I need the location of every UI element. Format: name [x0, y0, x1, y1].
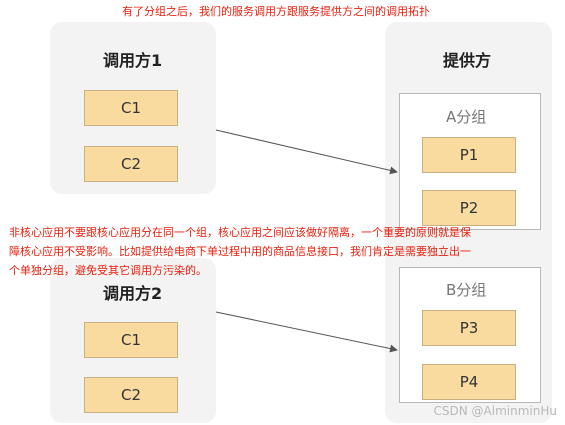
caller-2-title: 调用方2 — [103, 284, 163, 303]
arrow-caller2-to-group-b — [215, 311, 398, 353]
provider-node-p4: P4 — [422, 364, 516, 400]
watermark: CSDN @AlminminHu — [433, 404, 557, 418]
provider-node-p3: P3 — [422, 310, 516, 346]
caller-1-title: 调用方1 — [103, 51, 163, 70]
caller-1-node-c1: C1 — [84, 90, 178, 126]
provider-node-p1: P1 — [422, 137, 516, 173]
caller-1-node-c2: C2 — [84, 146, 178, 182]
caller-2-node-c2: C2 — [84, 377, 178, 413]
middle-caption-line-1: 非核心应用不要跟核心应用分在同一个组，核心应用之间应该做好隔离，一个重要的原则就… — [9, 226, 471, 239]
provider-node-p2: P2 — [422, 190, 516, 226]
group-b-title: B分组 — [446, 281, 487, 299]
group-a-title: A分组 — [446, 108, 487, 126]
provider-title: 提供方 — [443, 51, 492, 70]
top-caption: 有了分组之后，我们的服务调用方跟服务提供方之间的调用拓扑 — [122, 5, 430, 18]
middle-caption-line-2: 障核心应用不受影响。比如提供给电商下单过程中用的商品信息接口，我们肯定是需要独立… — [9, 245, 471, 258]
arrow-caller1-to-group-a — [215, 129, 398, 175]
middle-caption-line-3: 个单独分组，避免受其它调用方污染的。 — [9, 264, 207, 277]
caller-2-node-c1: C1 — [84, 322, 178, 358]
